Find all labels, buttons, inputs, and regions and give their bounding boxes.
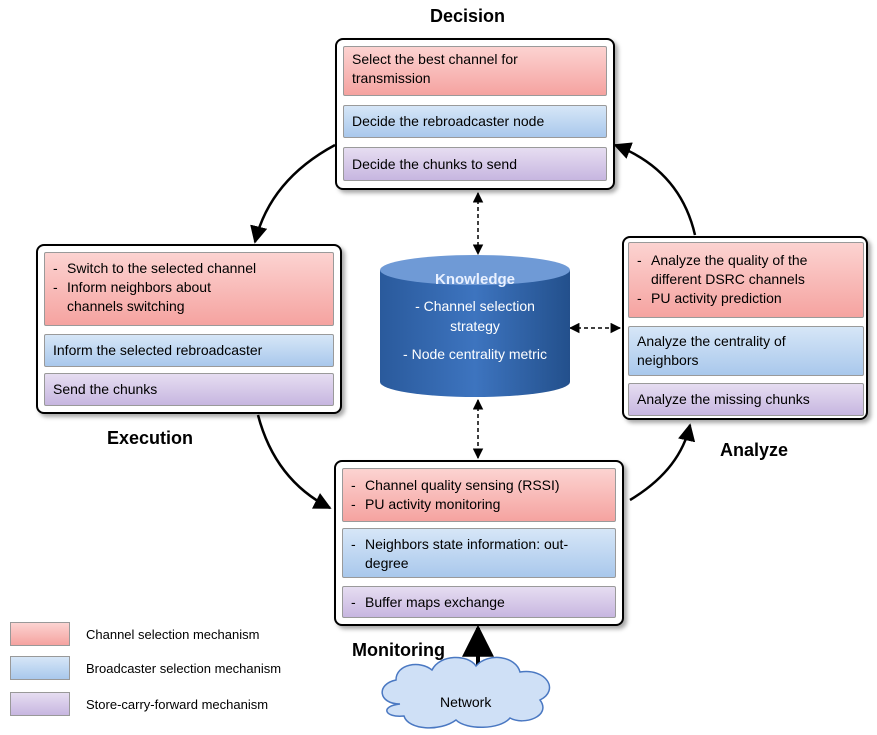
knowledge-item-1-text: Channel selection strategy: [423, 298, 535, 334]
execution-store-text: Send the chunks: [53, 381, 158, 397]
legend-swatch-store: [10, 692, 70, 716]
knowledge-item-2-text: Node centrality metric: [411, 346, 547, 362]
decision-broadcaster-box: Decide the rebroadcaster node: [343, 105, 607, 138]
analyze-panel: Analyze the quality of the different DSR…: [622, 236, 868, 420]
monitoring-broadcaster-box: Neighbors state information: out-degree: [342, 528, 616, 578]
monitoring-channel-item-1: Channel quality sensing (RSSI): [351, 476, 607, 495]
analyze-broadcaster-box: Analyze the centrality of neighbors: [628, 326, 864, 376]
monitoring-title: Monitoring: [352, 640, 445, 660]
decision-panel: Select the best channel for transmission…: [335, 38, 615, 190]
execution-store-box: Send the chunks: [44, 373, 334, 406]
decision-store-box: Decide the chunks to send: [343, 147, 607, 181]
arrow-decision-to-execution: [250, 143, 336, 244]
execution-broadcaster-text: Inform the selected rebroadcaster: [53, 342, 263, 358]
decision-channel-box: Select the best channel for transmission: [343, 46, 607, 96]
monitoring-broadcaster-item-1: Neighbors state information: out-degree: [351, 535, 575, 573]
monitoring-store-item-1: Buffer maps exchange: [351, 590, 607, 614]
decision-store-text: Decide the chunks to send: [352, 156, 517, 172]
monitoring-channel-box: Channel quality sensing (RSSI) PU activi…: [342, 468, 616, 522]
execution-channel-item-2: Inform neighbors about channels switchin…: [53, 278, 267, 316]
legend-label-store: Store-carry-forward mechanism: [86, 697, 269, 712]
analyze-store-box: Analyze the missing chunks: [628, 383, 864, 416]
decision-channel-line-1: Select the best channel for: [352, 51, 518, 67]
analyze-channel-item-1: Analyze the quality of the different DSR…: [637, 251, 851, 289]
legend-label-channel: Channel selection mechanism: [86, 627, 260, 642]
analyze-broadcaster-text: Analyze the centrality of neighbors: [637, 333, 786, 368]
knowledge-cylinder: [380, 255, 570, 397]
execution-channel-box: Switch to the selected channel Inform ne…: [44, 252, 334, 326]
execution-title: Execution: [107, 428, 194, 448]
arrow-execution-to-monitoring: [256, 414, 332, 510]
decision-channel-line-2: transmission: [352, 70, 431, 86]
legend-swatch-broadcaster: [10, 656, 70, 680]
execution-broadcaster-box: Inform the selected rebroadcaster: [44, 334, 334, 367]
arrow-analyze-to-decision: [613, 142, 697, 236]
decision-title: Decision: [430, 6, 506, 26]
monitoring-panel: Channel quality sensing (RSSI) PU activi…: [334, 460, 624, 626]
knowledge-item-2: - Node centrality metric: [403, 346, 547, 362]
legend-swatch-channel: [10, 622, 70, 646]
legend-label-broadcaster: Broadcaster selection mechanism: [86, 661, 282, 676]
monitoring-channel-item-2: PU activity monitoring: [351, 495, 607, 514]
monitoring-store-box: Buffer maps exchange: [342, 586, 616, 618]
decision-broadcaster-text: Decide the rebroadcaster node: [352, 113, 545, 129]
knowledge-item-1: - Channel selection strategy: [415, 298, 535, 334]
execution-channel-item-1: Switch to the selected channel: [53, 259, 325, 278]
knowledge-title: Knowledge: [434, 271, 515, 288]
analyze-store-text: Analyze the missing chunks: [637, 391, 810, 407]
arrow-monitoring-to-analyze: [629, 423, 696, 502]
network-label: Network: [440, 694, 492, 710]
analyze-channel-box: Analyze the quality of the different DSR…: [628, 242, 864, 318]
analyze-channel-item-2: PU activity prediction: [637, 289, 855, 308]
execution-panel: Switch to the selected channel Inform ne…: [36, 244, 342, 414]
analyze-title: Analyze: [720, 440, 789, 460]
network-cloud: [381, 656, 551, 729]
